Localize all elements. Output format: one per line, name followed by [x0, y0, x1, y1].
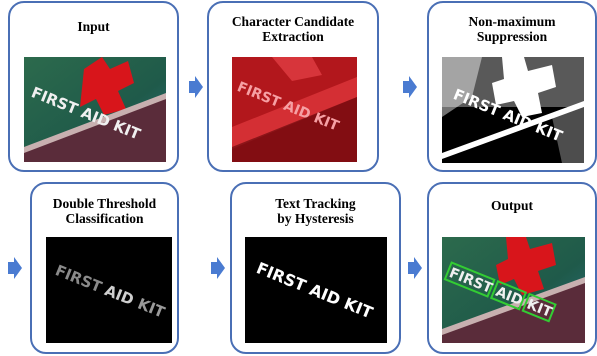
- arrow-2: [403, 76, 417, 98]
- title-line: Input: [77, 19, 110, 34]
- dtc-image: FIRSTAIDKIT: [46, 237, 172, 343]
- arrow-3: [8, 257, 22, 279]
- input-image: FIRST AID KIT: [24, 57, 166, 162]
- panel-non-maximum-suppression: Non-maximum Suppression FIRST AID KIT: [427, 1, 597, 172]
- output-image: FIRSTAIDKIT: [442, 237, 585, 343]
- title-line: Text Tracking: [275, 196, 356, 211]
- title-line: by Hysteresis: [277, 211, 354, 226]
- panel-double-threshold-classification: Double Threshold Classification FIRSTAID…: [30, 182, 179, 354]
- arrow-5: [408, 257, 422, 279]
- panel-output: Output FIRSTAIDKIT: [427, 182, 597, 354]
- title-line: Non-maximum: [468, 14, 556, 29]
- panel-input-title: Input: [10, 19, 177, 34]
- title-line: Double Threshold: [52, 196, 157, 211]
- panel-output-title: Output: [429, 198, 595, 213]
- title-line: Extraction: [262, 29, 324, 44]
- tth-image: FIRST AID KIT: [245, 237, 387, 343]
- title-line: Classification: [65, 211, 144, 226]
- cce-image: FIRST AID KIT: [232, 57, 357, 162]
- arrow-1: [189, 76, 203, 98]
- panel-dtc-title: Double Threshold Classification: [32, 196, 177, 226]
- panel-character-candidate-extraction: Character Candidate Extraction FIRST AID…: [207, 1, 379, 172]
- arrow-4: [211, 257, 225, 279]
- panel-tth-title: Text Tracking by Hysteresis: [232, 196, 399, 226]
- panel-nms-title: Non-maximum Suppression: [429, 14, 595, 44]
- panel-input: Input FIRST AID KIT: [8, 1, 179, 172]
- panel-text-tracking-by-hysteresis: Text Tracking by Hysteresis FIRST AID KI…: [230, 182, 401, 354]
- nms-image: FIRST AID KIT: [442, 57, 584, 163]
- panel-cce-title: Character Candidate Extraction: [209, 14, 377, 44]
- title-line: Character Candidate: [231, 14, 355, 29]
- title-line: Suppression: [476, 29, 548, 44]
- title-line: Output: [490, 198, 534, 213]
